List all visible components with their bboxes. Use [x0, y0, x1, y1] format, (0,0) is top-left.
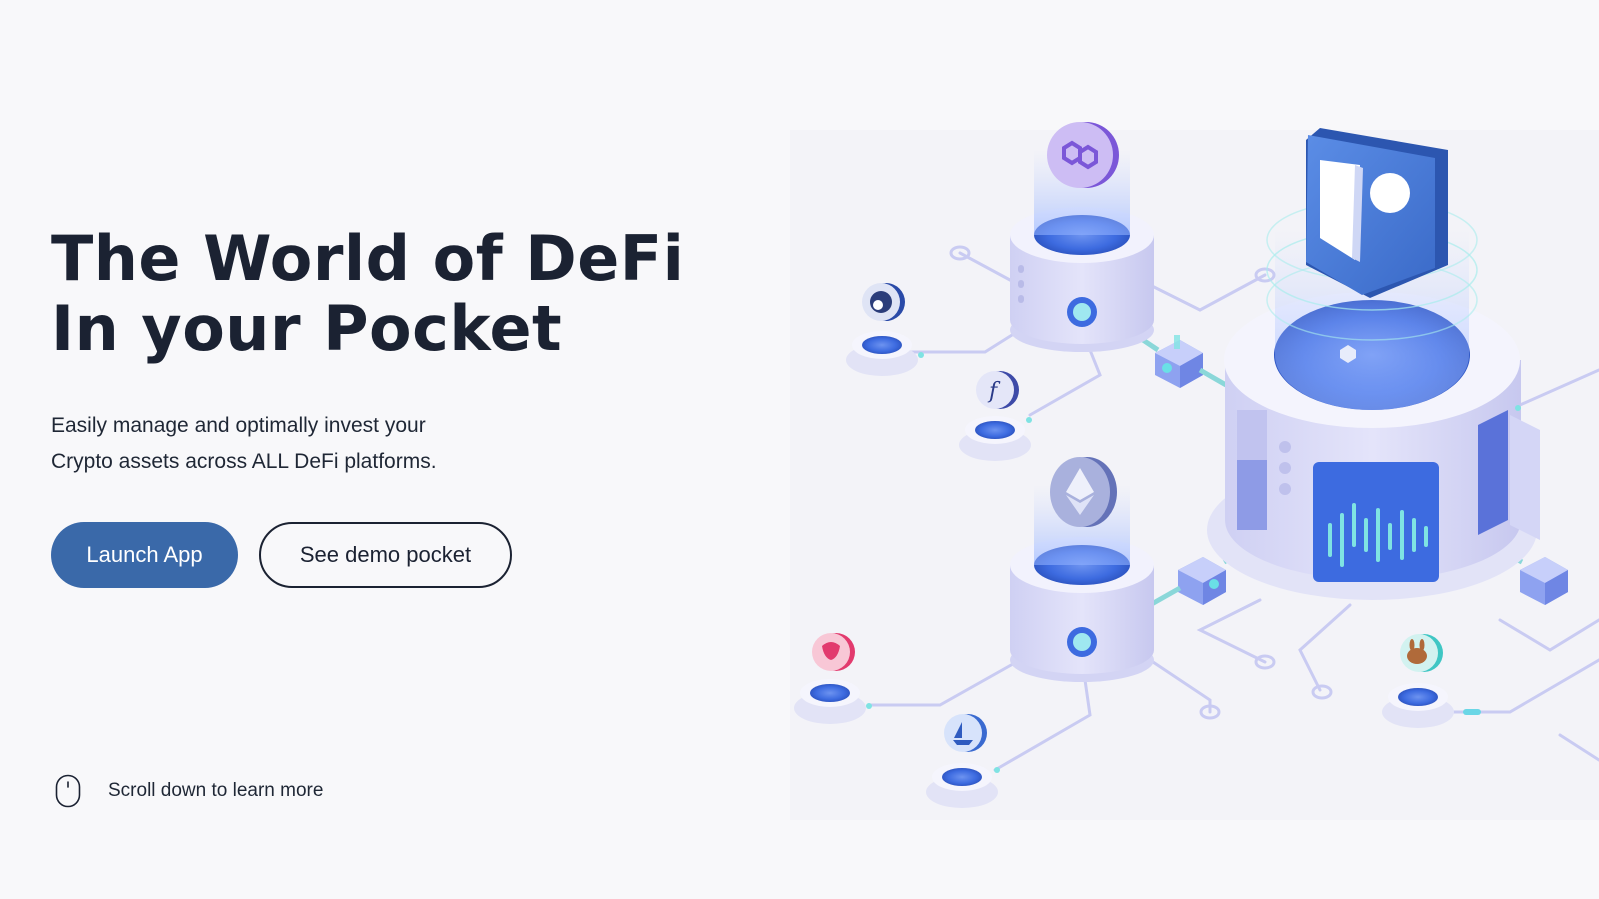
polygon-node: [1010, 122, 1154, 352]
hero-subtitle-line-2: Crypto assets across ALL DeFi platforms.: [51, 450, 437, 473]
eye-token-icon: [862, 283, 905, 321]
pancake-token-node: [1382, 634, 1454, 728]
mouse-icon: [55, 774, 81, 808]
scroll-hint[interactable]: Scroll down to learn more: [55, 774, 323, 808]
hero-subtitle-line-1: Easily manage and optimally invest your: [51, 414, 426, 437]
launch-app-button[interactable]: Launch App: [51, 522, 238, 588]
eye-token-node: [846, 283, 918, 376]
hero-title: The World of DeFi In your Pocket: [51, 224, 684, 364]
f-token-node: f: [959, 371, 1031, 461]
hero-title-line-1: The World of DeFi: [51, 222, 685, 295]
hero-subtitle: Easily manage and optimally invest your …: [51, 408, 551, 480]
see-demo-pocket-button[interactable]: See demo pocket: [259, 522, 512, 588]
polygon-token-icon: [1047, 122, 1119, 188]
ethereum-token-icon: [1050, 457, 1117, 527]
boat-token-node: [926, 714, 998, 808]
tiger-token-icon: [812, 633, 855, 671]
defi-illustration: f: [790, 122, 1599, 820]
tiger-token-node: [794, 633, 866, 724]
ethereum-node: [1010, 457, 1154, 682]
boat-token-icon: [944, 714, 987, 752]
scroll-hint-label: Scroll down to learn more: [108, 780, 324, 801]
pocket-shield-logo-icon: [1306, 128, 1448, 298]
f-token-icon: f: [976, 371, 1019, 409]
pancake-token-icon: [1400, 634, 1443, 672]
hero-title-line-2: In your Pocket: [51, 292, 563, 365]
